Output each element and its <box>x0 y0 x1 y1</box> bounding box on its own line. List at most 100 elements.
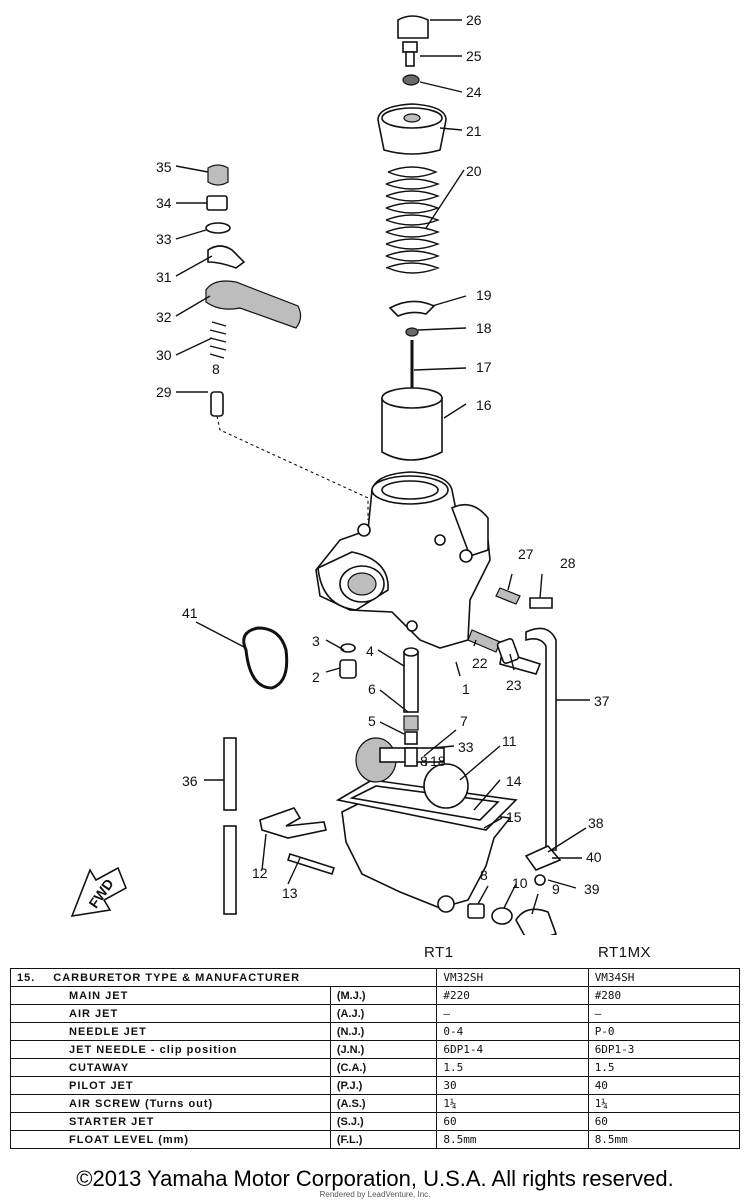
model-header-rt1mx: RT1MX <box>598 944 652 961</box>
spec-name: JET NEEDLE - clip position <box>10 1040 331 1059</box>
spec-value-rt1: 1.5 <box>436 1058 589 1077</box>
spec-value-rt1: 1¼ <box>436 1094 589 1113</box>
throttle-valve-spring <box>385 166 440 274</box>
leader-lines <box>175 19 590 915</box>
spec-name: AIR JET <box>10 1004 331 1023</box>
callout-39: 39 <box>584 881 600 897</box>
callout-4: 4 <box>366 643 374 659</box>
starter-lever <box>205 280 302 329</box>
spec-value-rt1mx: 1¼ <box>587 1094 741 1113</box>
screw-part <box>402 41 418 67</box>
callout-8-drain: 8 <box>480 867 488 883</box>
spec-value-rt1: 0-4 <box>436 1022 589 1041</box>
choke-rod <box>223 737 237 915</box>
spec-title: CARBURETOR TYPE & MANUFACTURER <box>53 971 301 984</box>
needle-clip <box>405 327 419 337</box>
callout-15: 15 <box>506 809 522 825</box>
spec-row: MAIN JET (M.J.) #220 #280 <box>10 986 741 1005</box>
section-number: 15. <box>17 971 36 984</box>
model-header-rt1: RT1 <box>424 944 454 961</box>
throttle-stop-screw <box>496 637 542 675</box>
callout-18: 18 <box>476 320 492 336</box>
spec-value-rt1: 6DP1-4 <box>436 1040 589 1059</box>
spec-value-rt1mx: 40 <box>587 1076 741 1095</box>
spec-row: FLOAT LEVEL (mm) (F.L.) 8.5mm 8.5mm <box>10 1130 741 1149</box>
callout-36: 36 <box>182 773 198 789</box>
spec-title-value-rt1mx: VM34SH <box>587 968 741 987</box>
spec-value-rt1: 60 <box>436 1112 589 1131</box>
starter-plunger <box>210 391 224 417</box>
washer-part <box>402 74 420 86</box>
callout-31: 31 <box>156 269 172 285</box>
carburetor-spec-table: 15. CARBURETOR TYPE & MANUFACTURER VM32SH… <box>9 968 741 1149</box>
spec-abbr: (N.J.) <box>329 1022 438 1041</box>
callout-26: 26 <box>466 12 482 28</box>
callout-30: 30 <box>156 347 172 363</box>
callout-19: 19 <box>476 287 492 303</box>
callout-38: 38 <box>588 815 604 831</box>
starter-washer <box>205 222 231 234</box>
spec-abbr: (J.N.) <box>329 1040 438 1059</box>
copyright-notice: ©2013 Yamaha Motor Corporation, U.S.A. A… <box>76 1166 674 1191</box>
spec-value-rt1mx: 1.5 <box>587 1058 741 1077</box>
callout-13: 13 <box>282 885 298 901</box>
spec-value-rt1: #220 <box>436 986 589 1005</box>
callout-18-float: 18 <box>430 753 446 769</box>
float-chamber <box>335 779 518 913</box>
callout-37: 37 <box>594 693 610 709</box>
callout-22: 22 <box>472 655 488 671</box>
spec-value-rt1mx: #280 <box>587 986 741 1005</box>
o-ring <box>242 626 289 690</box>
spec-value-rt1: 8.5mm <box>436 1130 589 1149</box>
carburetor-exploded-diagram: FWD <box>70 12 610 935</box>
spec-title-value-rt1: VM32SH <box>436 968 589 987</box>
callout-10: 10 <box>512 875 528 891</box>
main-jet <box>403 715 419 745</box>
float-needle-valve <box>404 747 418 767</box>
mixing-chamber-top <box>377 103 447 155</box>
spec-value-rt1mx: 8.5mm <box>587 1130 741 1149</box>
callout-8-starter: 8 <box>212 361 220 377</box>
callout-11: 11 <box>502 733 517 749</box>
callout-14: 14 <box>506 773 522 789</box>
callout-25: 25 <box>466 48 482 64</box>
spec-value-rt1mx: – <box>587 1004 741 1023</box>
throttle-valve <box>381 387 443 461</box>
spec-row: AIR SCREW (Turns out) (A.S.) 1¼ 1¼ <box>10 1094 741 1113</box>
callout-9: 9 <box>552 881 560 897</box>
spec-value-rt1: – <box>436 1004 589 1023</box>
air-screw <box>467 629 501 653</box>
callout-35: 35 <box>156 159 172 175</box>
callout-6: 6 <box>368 681 376 697</box>
float-chamber-plug <box>515 908 558 935</box>
callout-32: 32 <box>156 309 172 325</box>
needle-retainer-plate <box>388 300 436 317</box>
starter-lever-plate <box>207 245 246 269</box>
spec-name: NEEDLE JET <box>10 1022 331 1041</box>
spec-name: MAIN JET <box>10 986 331 1005</box>
spec-value-rt1mx: 6DP1-3 <box>587 1040 741 1059</box>
callout-21: 21 <box>466 123 482 139</box>
overflow-clamp <box>524 845 562 886</box>
float-pin <box>286 852 336 876</box>
starter-cap <box>207 164 229 186</box>
callout-34: 34 <box>156 195 172 211</box>
callout-5: 5 <box>368 713 376 729</box>
idle-screw <box>495 587 521 605</box>
starter-spring <box>209 321 227 359</box>
spec-value-rt1mx: 60 <box>587 1112 741 1131</box>
pilot-jet <box>339 643 357 679</box>
callout-40: 40 <box>586 849 602 865</box>
spec-abbr: (F.L.) <box>329 1130 438 1149</box>
spec-name: STARTER JET <box>10 1112 331 1131</box>
idle-screw-cap <box>529 597 553 609</box>
spec-name: CUTAWAY <box>10 1058 331 1077</box>
spec-row: JET NEEDLE - clip position (J.N.) 6DP1-4… <box>10 1040 741 1059</box>
callout-29: 29 <box>156 384 172 400</box>
drain-gasket <box>491 907 513 925</box>
spec-row: CUTAWAY (C.A.) 1.5 1.5 <box>10 1058 741 1077</box>
spec-name: PILOT JET <box>10 1076 331 1095</box>
callout-7: 7 <box>460 713 468 729</box>
spec-abbr: (P.J.) <box>329 1076 438 1095</box>
callout-16: 16 <box>476 397 492 413</box>
